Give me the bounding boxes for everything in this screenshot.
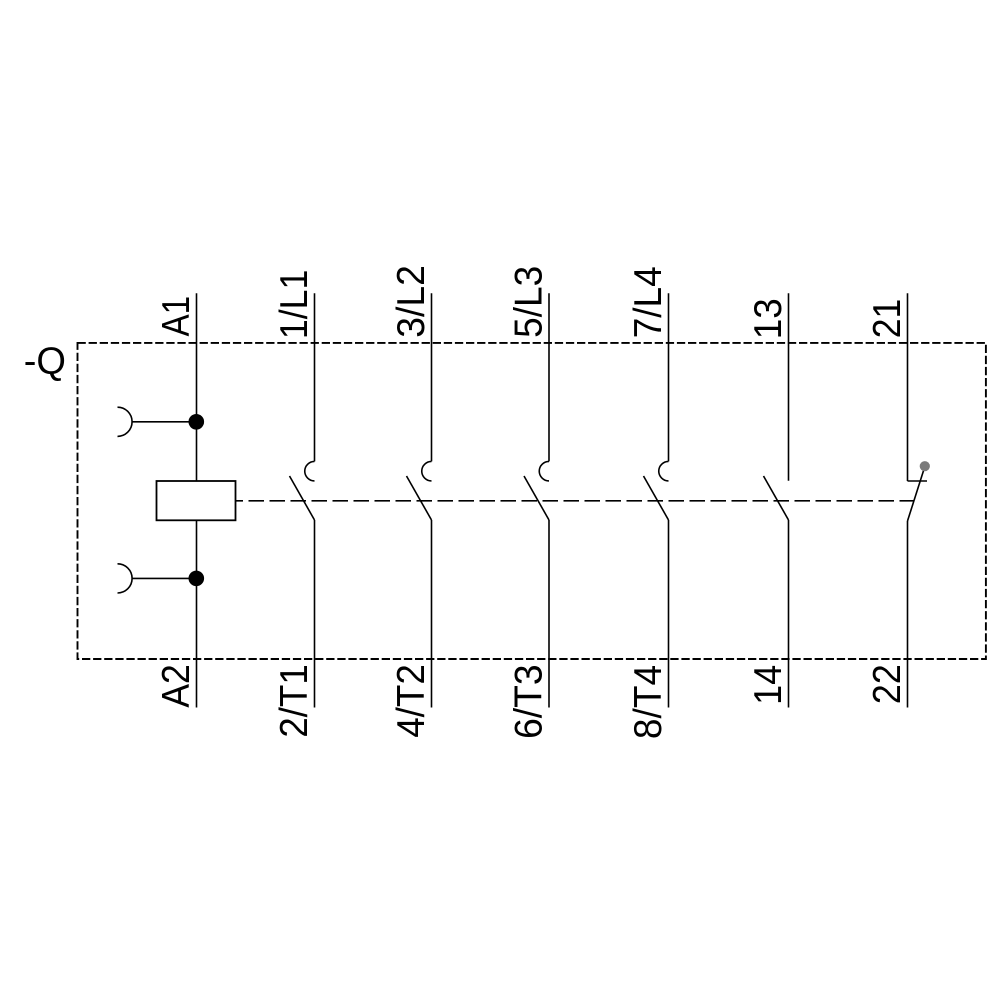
svg-text:3/L2: 3/L2 [390, 265, 433, 338]
svg-text:22: 22 [866, 664, 909, 704]
svg-text:14: 14 [747, 665, 790, 705]
svg-text:4/T2: 4/T2 [390, 664, 433, 738]
svg-text:A1: A1 [155, 296, 198, 337]
svg-text:8/T4: 8/T4 [627, 665, 670, 739]
svg-text:21: 21 [866, 299, 909, 339]
svg-text:7/L4: 7/L4 [627, 266, 670, 338]
svg-text:1/L1: 1/L1 [273, 270, 316, 340]
svg-text:2/T1: 2/T1 [273, 664, 316, 738]
svg-text:6/T3: 6/T3 [507, 664, 550, 739]
svg-text:13: 13 [747, 298, 790, 339]
svg-text:5/L3: 5/L3 [507, 266, 550, 338]
svg-text:-Q: -Q [24, 341, 66, 383]
svg-text:A2: A2 [155, 664, 198, 708]
